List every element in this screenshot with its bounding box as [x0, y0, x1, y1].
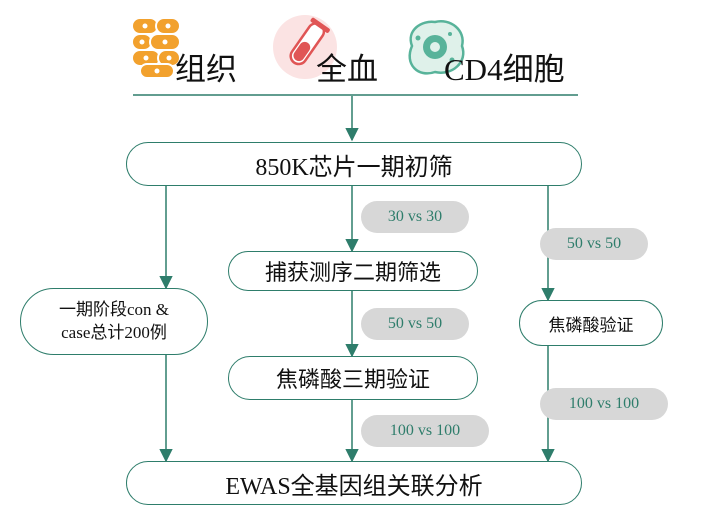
- pyro-validation-phase3-node: 焦磷酸三期验证: [228, 356, 478, 400]
- phase1-sample-line1: 一期阶段con &: [58, 299, 170, 319]
- phase1-sample-line2: case总计200例: [61, 322, 167, 342]
- sample-size-pill-50-mid: 50 vs 50: [361, 308, 469, 340]
- ewas-analysis-node: EWAS全基因组关联分析: [126, 461, 582, 505]
- sample-size-pill-100-right: 100 vs 100: [540, 388, 668, 420]
- tissue-cells-icon: [131, 17, 181, 79]
- pyro-validation-right-node: 焦磷酸验证: [519, 300, 663, 346]
- sample-size-pill-30: 30 vs 30: [361, 201, 469, 233]
- blood-tube-icon: [273, 15, 337, 79]
- capture-sequencing-node: 捕获测序二期筛选: [228, 251, 478, 291]
- sample-tissue-label: 组织: [175, 52, 237, 87]
- phase1-sample-node: 一期阶段con & case总计200例: [20, 288, 208, 355]
- sample-cd4-label: CD4细胞: [444, 52, 565, 87]
- sample-blood-label: 全血: [316, 52, 378, 87]
- sample-size-pill-50-right: 50 vs 50: [540, 228, 648, 260]
- initial-screening-node: 850K芯片一期初筛: [126, 142, 582, 186]
- sample-size-pill-100-mid: 100 vs 100: [361, 415, 489, 447]
- cell-icon: [408, 19, 465, 75]
